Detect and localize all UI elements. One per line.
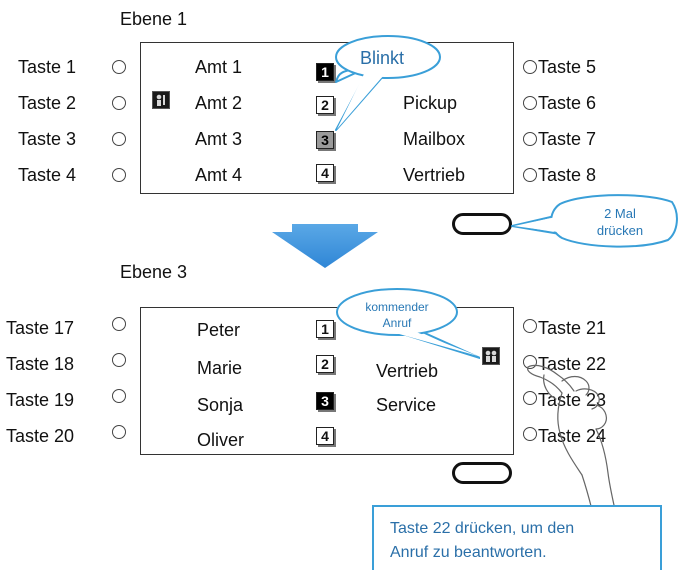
instruction-line-2: Anruf zu beantworten.: [390, 544, 547, 561]
press-twice-bubble: [511, 194, 678, 248]
level1-softkey-button[interactable]: [452, 213, 512, 235]
label-mailbox: Mailbox: [403, 129, 466, 149]
key-3-button[interactable]: [112, 132, 126, 146]
name-peter: Peter: [197, 320, 241, 340]
l3-number-4: 4: [316, 427, 334, 445]
label-vertrieb: Vertrieb: [403, 165, 466, 185]
incoming-call-person-icon: [482, 347, 500, 365]
level3-title: Ebene 3: [120, 262, 188, 282]
key-5-button[interactable]: [523, 60, 537, 74]
key-17-label: Taste 17: [6, 318, 75, 338]
key-8-button[interactable]: [523, 168, 537, 182]
line-number-2: 2: [316, 96, 334, 114]
person-silhouette-icon: [483, 348, 499, 364]
instruction-note: Taste 22 drücken, um den Anruf zu beantw…: [372, 505, 662, 570]
key-3-label: Taste 3: [18, 129, 77, 149]
l3-number-3: 3: [316, 392, 334, 410]
key-7-label: Taste 7: [538, 129, 597, 149]
blinkt-bubble: [335, 35, 441, 131]
key-20-label: Taste 20: [6, 426, 75, 446]
line-number-1: 1: [316, 63, 334, 81]
down-arrow-icon: [272, 224, 378, 268]
key-7-button[interactable]: [523, 132, 537, 146]
line-label-amt-2: Amt 2: [195, 93, 243, 113]
key-24-label: Taste 24: [538, 426, 607, 446]
key-6-label: Taste 6: [538, 93, 597, 113]
press-twice-text-line2: drücken: [596, 223, 644, 238]
key-22-label: Taste 22: [538, 354, 607, 374]
key-6-button[interactable]: [523, 96, 537, 110]
key-19-button[interactable]: [112, 389, 126, 403]
l3-number-1: 1: [316, 320, 334, 338]
name-sonja: Sonja: [197, 395, 244, 415]
key-4-button[interactable]: [112, 168, 126, 182]
key-18-label: Taste 18: [6, 354, 75, 374]
person-silhouette-icon: [153, 92, 169, 108]
key-17-button[interactable]: [112, 317, 126, 331]
label-service: Service: [376, 395, 437, 415]
key-2-button[interactable]: [112, 96, 126, 110]
label-vertrieb-l3: Vertrieb: [376, 361, 439, 381]
key-4-label: Taste 4: [18, 165, 77, 185]
key-8-label: Taste 8: [538, 165, 597, 185]
line-label-amt-3: Amt 3: [195, 129, 243, 149]
l3-number-2: 2: [316, 355, 334, 373]
press-twice-text-line1: 2 Mal: [604, 206, 636, 221]
key-20-button[interactable]: [112, 425, 126, 439]
key-1-label: Taste 1: [18, 57, 77, 77]
instruction-line-1: Taste 22 drücken, um den: [390, 520, 575, 537]
line-number-3: 3: [316, 131, 334, 149]
key-2-label: Taste 2: [18, 93, 77, 113]
incoming-call-bubble: [336, 288, 480, 359]
line-label-amt-1: Amt 1: [195, 57, 243, 77]
key-23-button[interactable]: [523, 391, 537, 405]
level1-title: Ebene 1: [120, 9, 188, 29]
name-marie: Marie: [197, 358, 243, 378]
key-21-button[interactable]: [523, 319, 537, 333]
key-21-label: Taste 21: [538, 318, 607, 338]
key-18-button[interactable]: [112, 353, 126, 367]
name-oliver: Oliver: [197, 430, 245, 450]
line-number-4: 4: [316, 164, 334, 182]
key-19-label: Taste 19: [6, 390, 75, 410]
key-24-button[interactable]: [523, 427, 537, 441]
incoming-call-text-line1: kommender: [365, 300, 429, 314]
blinkt-bubble-text: Blinkt: [360, 48, 405, 68]
key-5-label: Taste 5: [538, 57, 597, 77]
label-pickup: Pickup: [403, 93, 458, 113]
level3-softkey-button[interactable]: [452, 462, 512, 484]
key-1-button[interactable]: [112, 60, 126, 74]
incoming-call-text-line2: Anruf: [382, 316, 412, 330]
line-label-amt-4: Amt 4: [195, 165, 243, 185]
call-person-icon: [152, 91, 170, 109]
